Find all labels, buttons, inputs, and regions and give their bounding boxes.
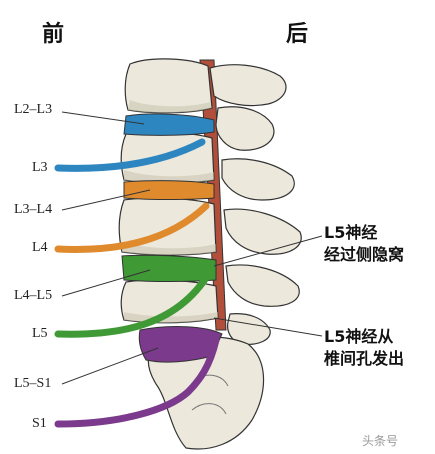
nerve-l5 (54, 264, 216, 338)
disc-l4-l5 (121, 254, 217, 282)
back-heading: 后 (286, 22, 310, 47)
disc-l2-l3 (123, 113, 215, 136)
nerve-l3 (54, 138, 206, 172)
label-l4-l5: L4–L5 (14, 288, 53, 303)
foramen-note: L5神经从 椎间孔发出 (324, 326, 404, 370)
posterior-elements (209, 64, 302, 345)
nerve-s1 (54, 336, 220, 428)
label-l2-l3: L2–L3 (14, 102, 53, 117)
label-l5: L5 (32, 326, 48, 341)
watermark: 头条号 (362, 434, 399, 448)
sacrum (147, 336, 265, 450)
foramen-line1: L5神经从 (324, 327, 394, 346)
lateral-recess-note: L5神经 经过侧隐窝 (324, 222, 404, 266)
nerve-l4 (54, 202, 210, 253)
label-s1: S1 (32, 416, 47, 431)
disc-l5-s1 (138, 326, 223, 363)
disc-l3-l4 (123, 180, 215, 200)
front-heading: 前 (42, 22, 66, 47)
lateral-recess-line2: 经过侧隐窝 (324, 245, 405, 264)
label-l5-s1: L5–S1 (14, 376, 52, 391)
label-l3: L3 (32, 160, 48, 175)
label-l4: L4 (32, 240, 48, 255)
foramen-line2: 椎间孔发出 (324, 349, 405, 368)
leader-lines (61, 111, 323, 385)
lateral-recess-line1: L5神经 (324, 223, 378, 242)
label-l3-l4: L3–L4 (14, 202, 53, 217)
